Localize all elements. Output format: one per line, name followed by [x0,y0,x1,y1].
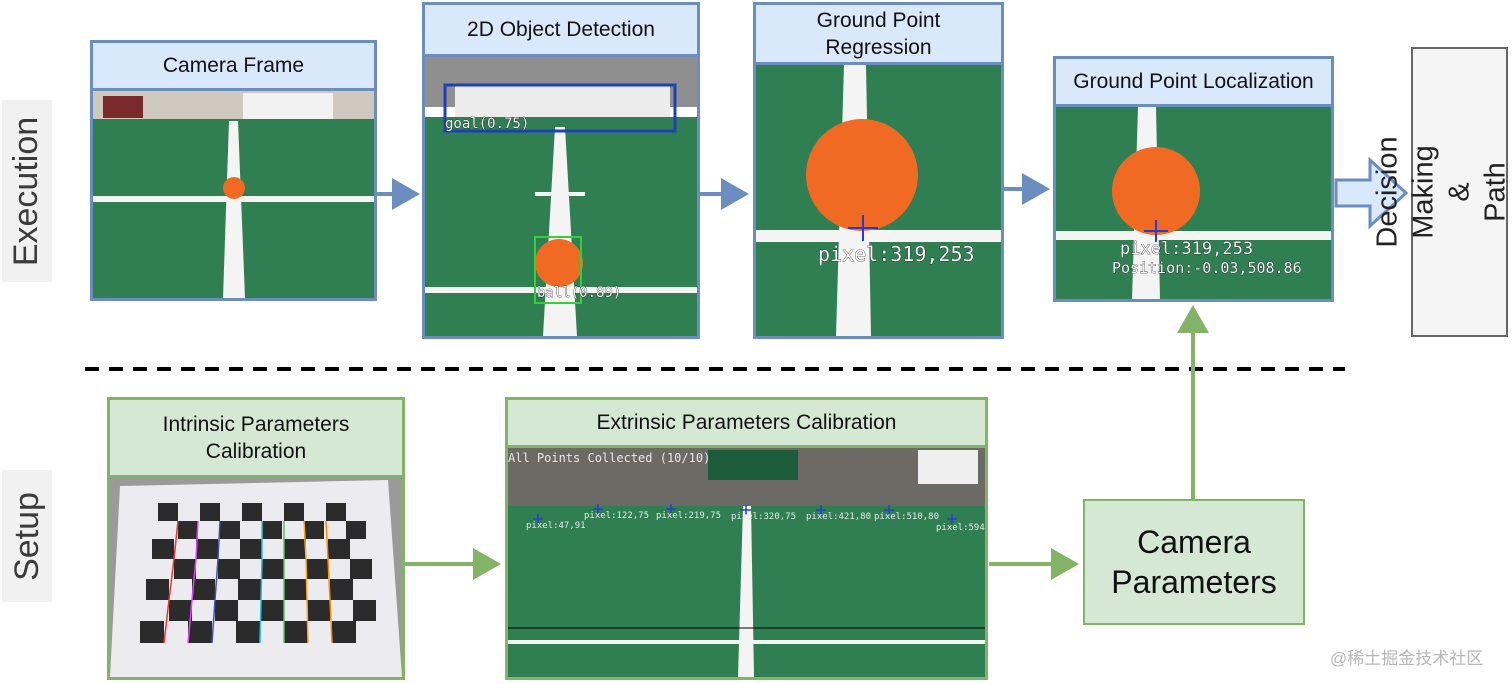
camera-frame-image [93,91,374,298]
localization-pixel-label: pixel:319,253 [1120,239,1253,259]
execution-row-label: Execution [2,100,52,282]
detection-panel: 2D Object Detection goal(0.75) ball(0.89… [422,2,700,339]
ball-icon [806,119,918,231]
extrinsic-status-text: All Points Collected (10/10) [508,451,710,465]
goal-bounding-box [443,83,677,133]
ball-bounding-box [534,236,582,304]
goal-detection-label: goal(0.75) [445,116,529,132]
localization-panel: Ground Point Localization pixel:319,253 … [1053,56,1334,302]
decision-making-box: Decision Making & Path Planning [1372,47,1512,337]
watermark-text: @稀土掘金技术社区 [1330,649,1484,668]
extrinsic-panel: Extrinsic Parameters Calibration All Poi… [505,397,988,680]
extrinsic-point-label-3: pixel:219,75 [656,511,721,521]
localization-image: pixel:319,253 Position:-0.03,508.86 [1056,107,1331,299]
decision-making-label: Decision Making & Path Planning [1371,136,1512,248]
camera-frame-title: Camera Frame [93,43,374,91]
regression-title: Ground Point Regression [756,5,1001,65]
regression-pixel-label: pixel:319,253 [818,242,975,266]
setup-row-label: Setup [2,470,52,602]
extrinsic-image: All Points Collected (10/10) pixel:47,91… [508,448,985,677]
calibration-points [533,504,957,524]
regression-image: pixel:319,253 [756,65,1001,336]
ball-detection-label: ball(0.89) [537,285,621,301]
intrinsic-title: Intrinsic Parameters Calibration [110,400,402,478]
extrinsic-point-label-6: pixel:510,80 [874,512,939,522]
extrinsic-point-label-2: pixel:122,75 [584,511,649,521]
regression-panel: Ground Point Regression pixel:319,253 [753,2,1004,339]
localization-title: Ground Point Localization [1056,59,1331,107]
ball-icon [535,239,583,287]
intrinsic-panel: Intrinsic Parameters Calibration [107,397,405,680]
localization-position-label: Position:-0.03,508.86 [1112,259,1302,277]
detection-image: goal(0.75) ball(0.89) [425,57,697,336]
camera-frame-panel: Camera Frame [90,40,377,301]
checkerboard [140,503,376,643]
intrinsic-image [110,478,402,677]
extrinsic-point-label-7: pixel:594,9 [936,523,985,533]
detected-corner-lines [163,520,333,644]
ball-icon [223,177,245,199]
detection-title: 2D Object Detection [425,5,697,57]
extrinsic-title: Extrinsic Parameters Calibration [508,400,985,448]
camera-parameters-label: Camera Parameters [1111,524,1277,600]
camera-parameters-box: Camera Parameters [1083,499,1305,625]
ball-icon [1112,147,1200,235]
extrinsic-point-label-1: pixel:47,91 [526,521,586,531]
big-arrow-to-decision [1334,156,1409,230]
extrinsic-point-label-5: pixel:421,80 [806,512,871,522]
extrinsic-point-label-4: pixel:320,75 [731,512,796,522]
